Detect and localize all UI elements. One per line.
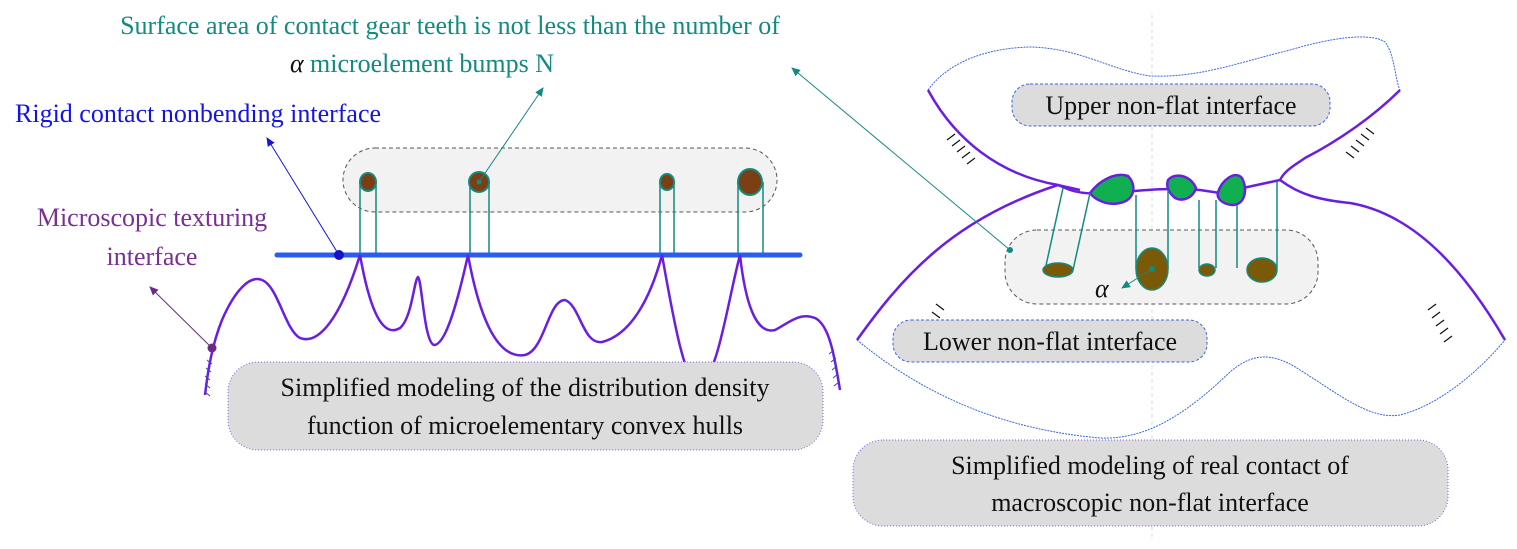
rigid-interface-arrow [266,137,340,256]
projected-bump-3 [1198,263,1216,277]
contact-patch-1 [1088,173,1135,205]
microelement-bumps [359,168,763,196]
left-caption-box [227,361,824,451]
lower-interface-label-box [892,319,1208,363]
texturing-label-line-2: interface [107,242,198,271]
lower-non-flat-interface-curve [855,178,1507,341]
surface-area-arrow [791,67,1011,251]
projection-stems [1044,182,1278,271]
lower-body-outline [856,339,1506,439]
texturing-arrow [149,286,213,349]
upper-left-hatch-icon [946,133,976,165]
left-caption-line-1: Simplified modeling of the distribution … [281,373,770,402]
bump-3 [659,173,675,191]
left-hatch-icon [204,359,213,397]
right-caption-line-1: Simplified modeling of real contact of [951,451,1349,480]
right-hatch-icon [828,349,840,387]
bumps-arrow [478,87,544,183]
contact-patches [1088,173,1247,207]
upper-interface-label: Upper non-flat interface [1045,91,1296,120]
contact-patch-2 [1166,174,1198,201]
upper-right-hatch-icon [1345,127,1375,159]
bump-group-box [342,147,778,213]
rigid-interface-label: Rigid contact nonbending interface [15,99,381,128]
title-line-2: microelement bumps N [310,49,554,78]
upper-interface-label-box [1011,83,1331,127]
projected-bump-1 [1042,262,1074,278]
texturing-label-line-1: Microscopic texturing [37,203,267,232]
microscopic-texture-curve [203,254,842,396]
lower-right-hatch-icon [1427,303,1453,343]
left-caption-line-2: function of microelementary convex hulls [307,411,743,440]
bump-4 [737,168,763,196]
title-line-1: Surface area of contact gear teeth is no… [120,11,780,40]
bump-stems [359,182,764,255]
title-alpha-symbol: α [290,49,305,78]
contact-patch-3 [1216,173,1247,207]
lower-interface-label: Lower non-flat interface [923,327,1177,356]
upper-body-outline [927,36,1401,91]
projected-bumps [1042,247,1278,291]
projected-bump-4 [1246,257,1278,283]
alpha-arrow [1121,268,1153,289]
bump-1 [359,172,377,192]
right-caption-box [852,439,1449,527]
alpha-label: α [1095,274,1110,303]
right-caption-line-2: macroscopic non-flat interface [991,488,1309,517]
